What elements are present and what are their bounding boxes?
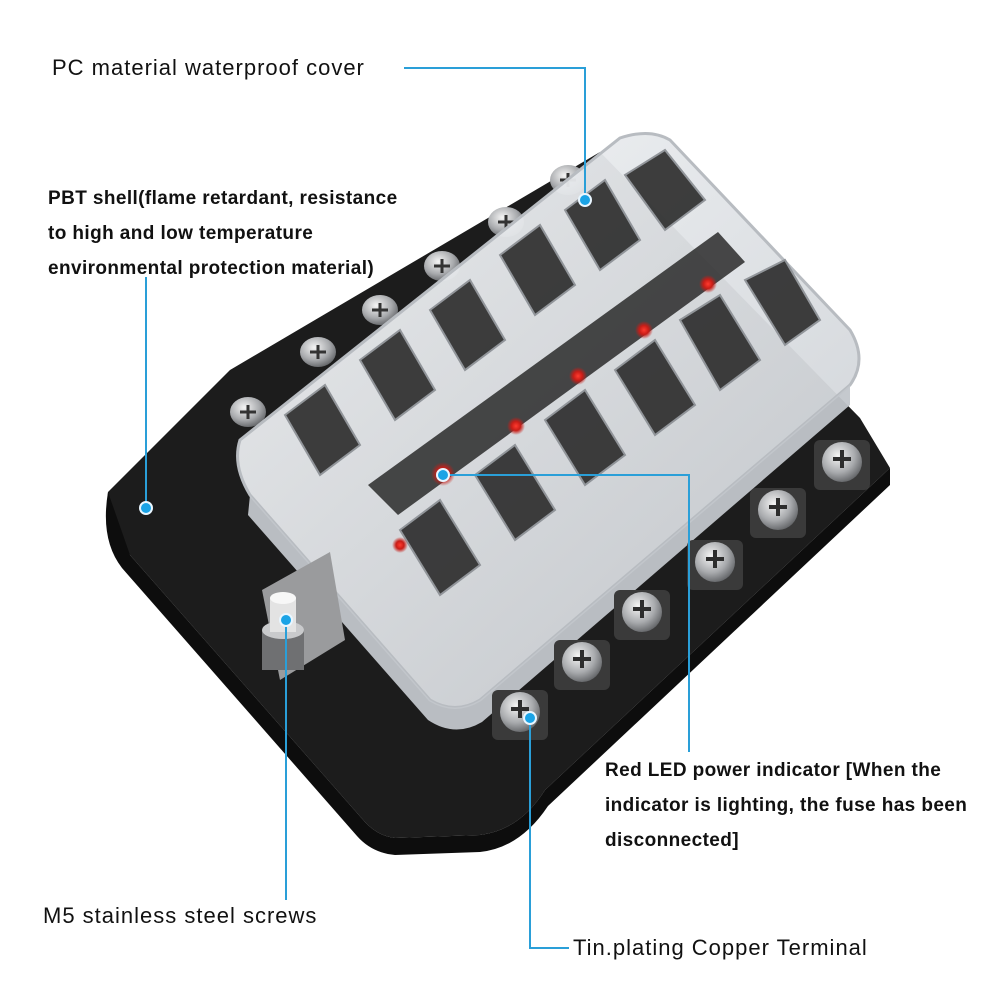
pbt-shell-line-3: environmental protection material) [48,258,375,279]
pbt-shell-marker [139,501,153,515]
pbt-shell-line-2: to high and low temperature [48,223,314,244]
red-led-leader-v [688,474,690,752]
tin-terminal-leader-h [529,947,569,949]
pc-cover-label: PC material waterproof cover [52,55,365,80]
pc-cover-marker [578,193,592,207]
tin-terminal-label: Tin.plating Copper Terminal [573,935,868,960]
m5-screws-marker [279,613,293,627]
pc-cover-leader-h [404,67,584,69]
red-led-marker [436,468,450,482]
red-led-indicators [392,275,717,553]
red-led-leader-h [443,474,689,476]
pc-cover-leader-v [584,67,586,200]
red-led-line-2: indicator is lighting, the fuse has been [605,795,968,816]
tin-terminal-marker [523,711,537,725]
pbt-shell-line-1: PBT shell(flame retardant, resistance [48,188,398,209]
m5-screws-leader [285,620,287,900]
red-led-line-1: Red LED power indicator [When the [605,760,942,781]
pbt-shell-leader [145,277,147,507]
bus-bar-post [262,552,345,680]
tin-terminal-leader-v [529,718,531,948]
front-terminal-row [492,440,870,740]
red-led-line-3: disconnected] [605,830,739,851]
m5-screws-label: M5 stainless steel screws [43,903,318,928]
pbt-shell-label: PBT shell(flame retardant, resistance to… [48,181,398,286]
red-led-label: Red LED power indicator [When the indica… [605,753,967,858]
fuse-slots [283,148,822,597]
